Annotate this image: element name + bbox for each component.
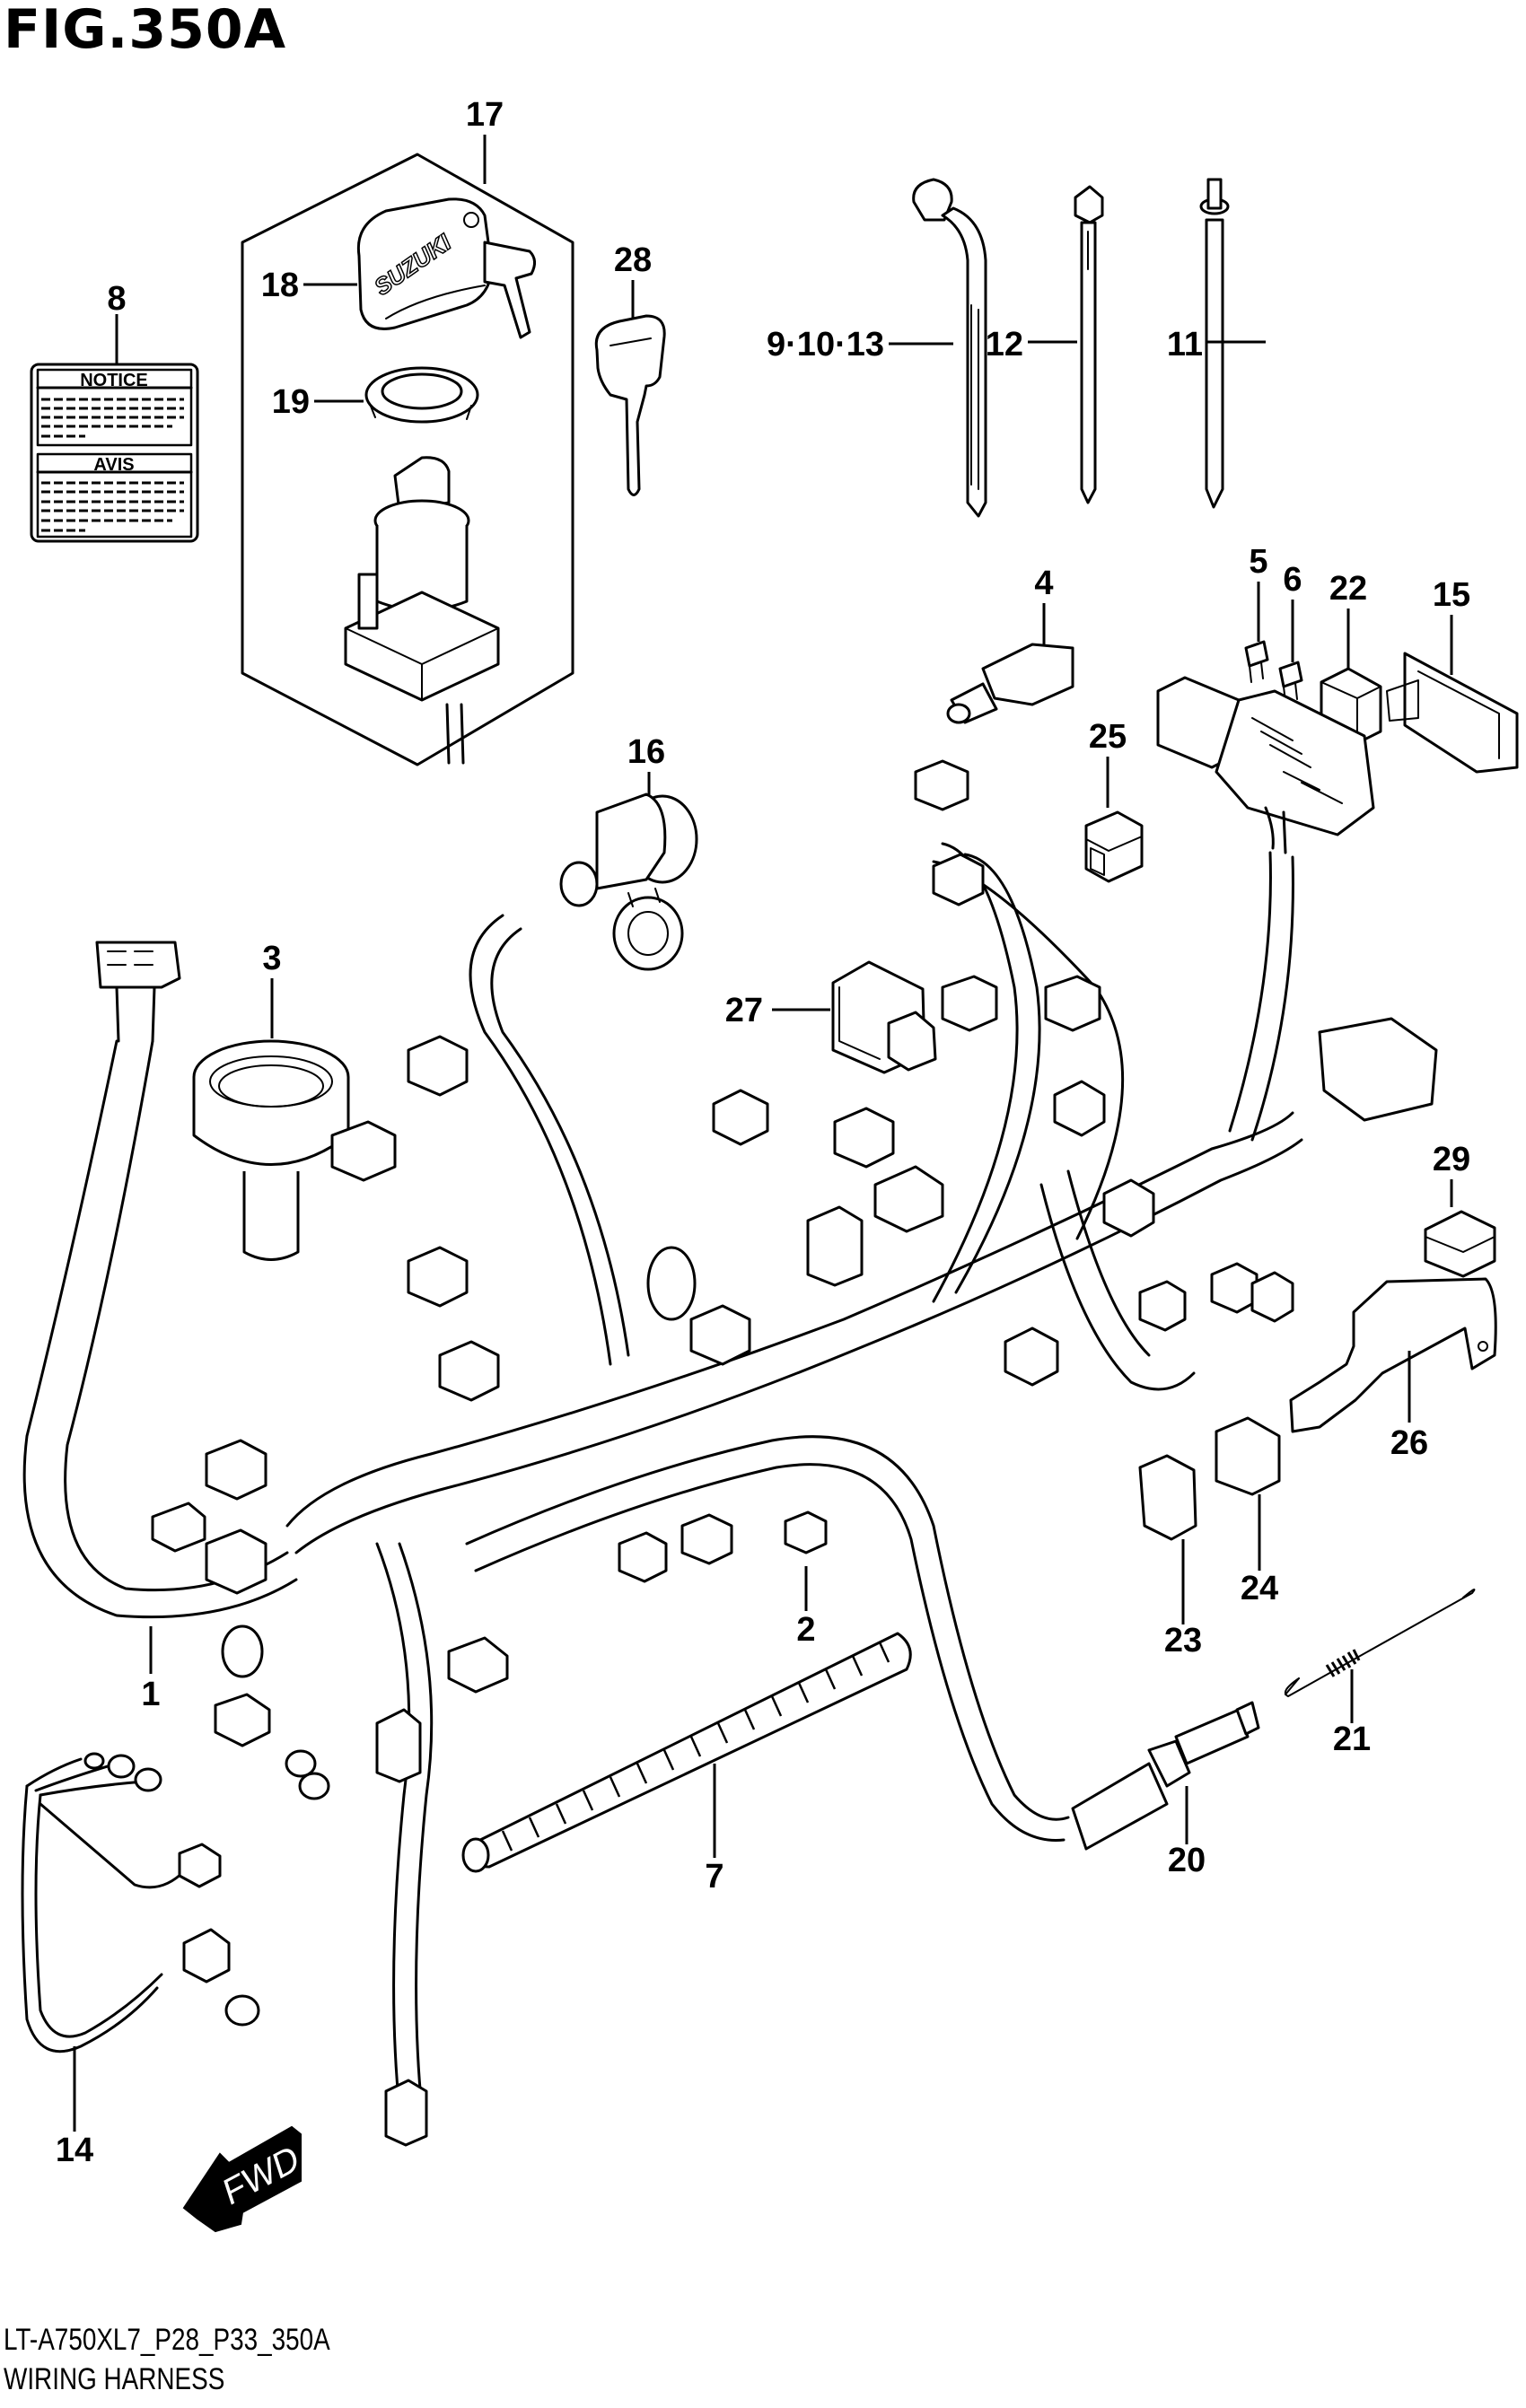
figure-title: FIG.350A [4,0,287,61]
fuse-6[interactable] [1278,600,1303,703]
callout-15[interactable]: 15 [1433,576,1470,614]
callout-23[interactable]: 23 [1164,1622,1202,1659]
callout-12[interactable]: 12 [986,326,1023,363]
section-name: WIRING HARNESS [4,2362,225,2396]
callout-7[interactable]: 7 [705,1858,724,1896]
callout-17[interactable]: 17 [466,96,504,134]
callout-21[interactable]: 21 [1333,1721,1371,1758]
connector-25[interactable] [1084,757,1144,883]
ignition-switch-assembly[interactable]: SUZUKI [241,135,574,766]
callout-1[interactable]: 1 [141,1676,160,1713]
relay-module-27[interactable] [772,960,937,1074]
callout-27[interactable]: 27 [725,992,763,1029]
callout-14[interactable]: 14 [56,2132,93,2169]
grommet-boot-3[interactable] [192,978,350,1261]
sensor-20[interactable] [1071,1701,1260,1851]
clip-tie[interactable] [1199,178,1266,509]
cable-tie-bent[interactable] [889,178,987,518]
callout-26[interactable]: 26 [1390,1424,1428,1462]
plate-26[interactable] [1289,1277,1497,1433]
callout-29[interactable]: 29 [1433,1141,1470,1178]
callout-9-10-13[interactable]: 9·10·13 [767,326,884,363]
callout-28[interactable]: 28 [614,241,652,279]
spring-hook-21[interactable] [1285,1589,1476,1723]
cable-tie-straight[interactable] [1028,185,1104,504]
ignition-switch-body[interactable] [344,456,500,765]
callout-labels: 17 8 18 19 28 9·10·13 12 11 4 5 6 22 15 … [56,96,1470,2169]
callout-24[interactable]: 24 [1241,1570,1278,1607]
fwd-direction-arrow: FWD [182,2125,303,2233]
lock-nut-part[interactable] [364,366,479,424]
callout-4[interactable]: 4 [1034,565,1053,602]
notice-label-sticker[interactable]: NOTICE AVIS [30,314,199,543]
callout-25[interactable]: 25 [1089,718,1127,756]
harness-connectors [151,759,1438,2147]
corrugated-tube-7[interactable] [461,1632,912,1873]
key-cap-part[interactable]: SUZUKI [356,197,536,339]
callout-19[interactable]: 19 [272,383,310,421]
accessory-socket-16[interactable] [559,772,698,971]
connector-cap-2[interactable] [784,1510,828,1611]
connector-24[interactable] [1215,1416,1281,1571]
connector-29[interactable] [1424,1179,1496,1278]
callout-20[interactable]: 20 [1168,1842,1206,1879]
model-code: LT-A750XL7_P28_P33_350A [4,2323,330,2357]
bracket-15[interactable] [1386,615,1519,774]
fuse-5[interactable] [1244,582,1269,683]
avis-heading: AVIS [93,455,134,475]
terminal-cover-part[interactable] [946,603,1074,724]
callout-16[interactable]: 16 [627,733,665,771]
callout-22[interactable]: 22 [1329,570,1367,608]
callout-11[interactable]: 11 [1167,326,1203,363]
callout-8[interactable]: 8 [107,280,126,318]
callout-2[interactable]: 2 [796,1611,815,1649]
sub-harness-14[interactable] [21,1752,260,2132]
key-part[interactable] [594,280,666,496]
fuse-box[interactable] [1156,676,1375,854]
callout-6[interactable]: 6 [1283,561,1302,599]
notice-heading: NOTICE [80,371,148,390]
callout-5[interactable]: 5 [1249,543,1267,581]
callout-3[interactable]: 3 [262,940,281,977]
connector-23[interactable] [1138,1454,1197,1624]
callout-18[interactable]: 18 [261,267,299,304]
